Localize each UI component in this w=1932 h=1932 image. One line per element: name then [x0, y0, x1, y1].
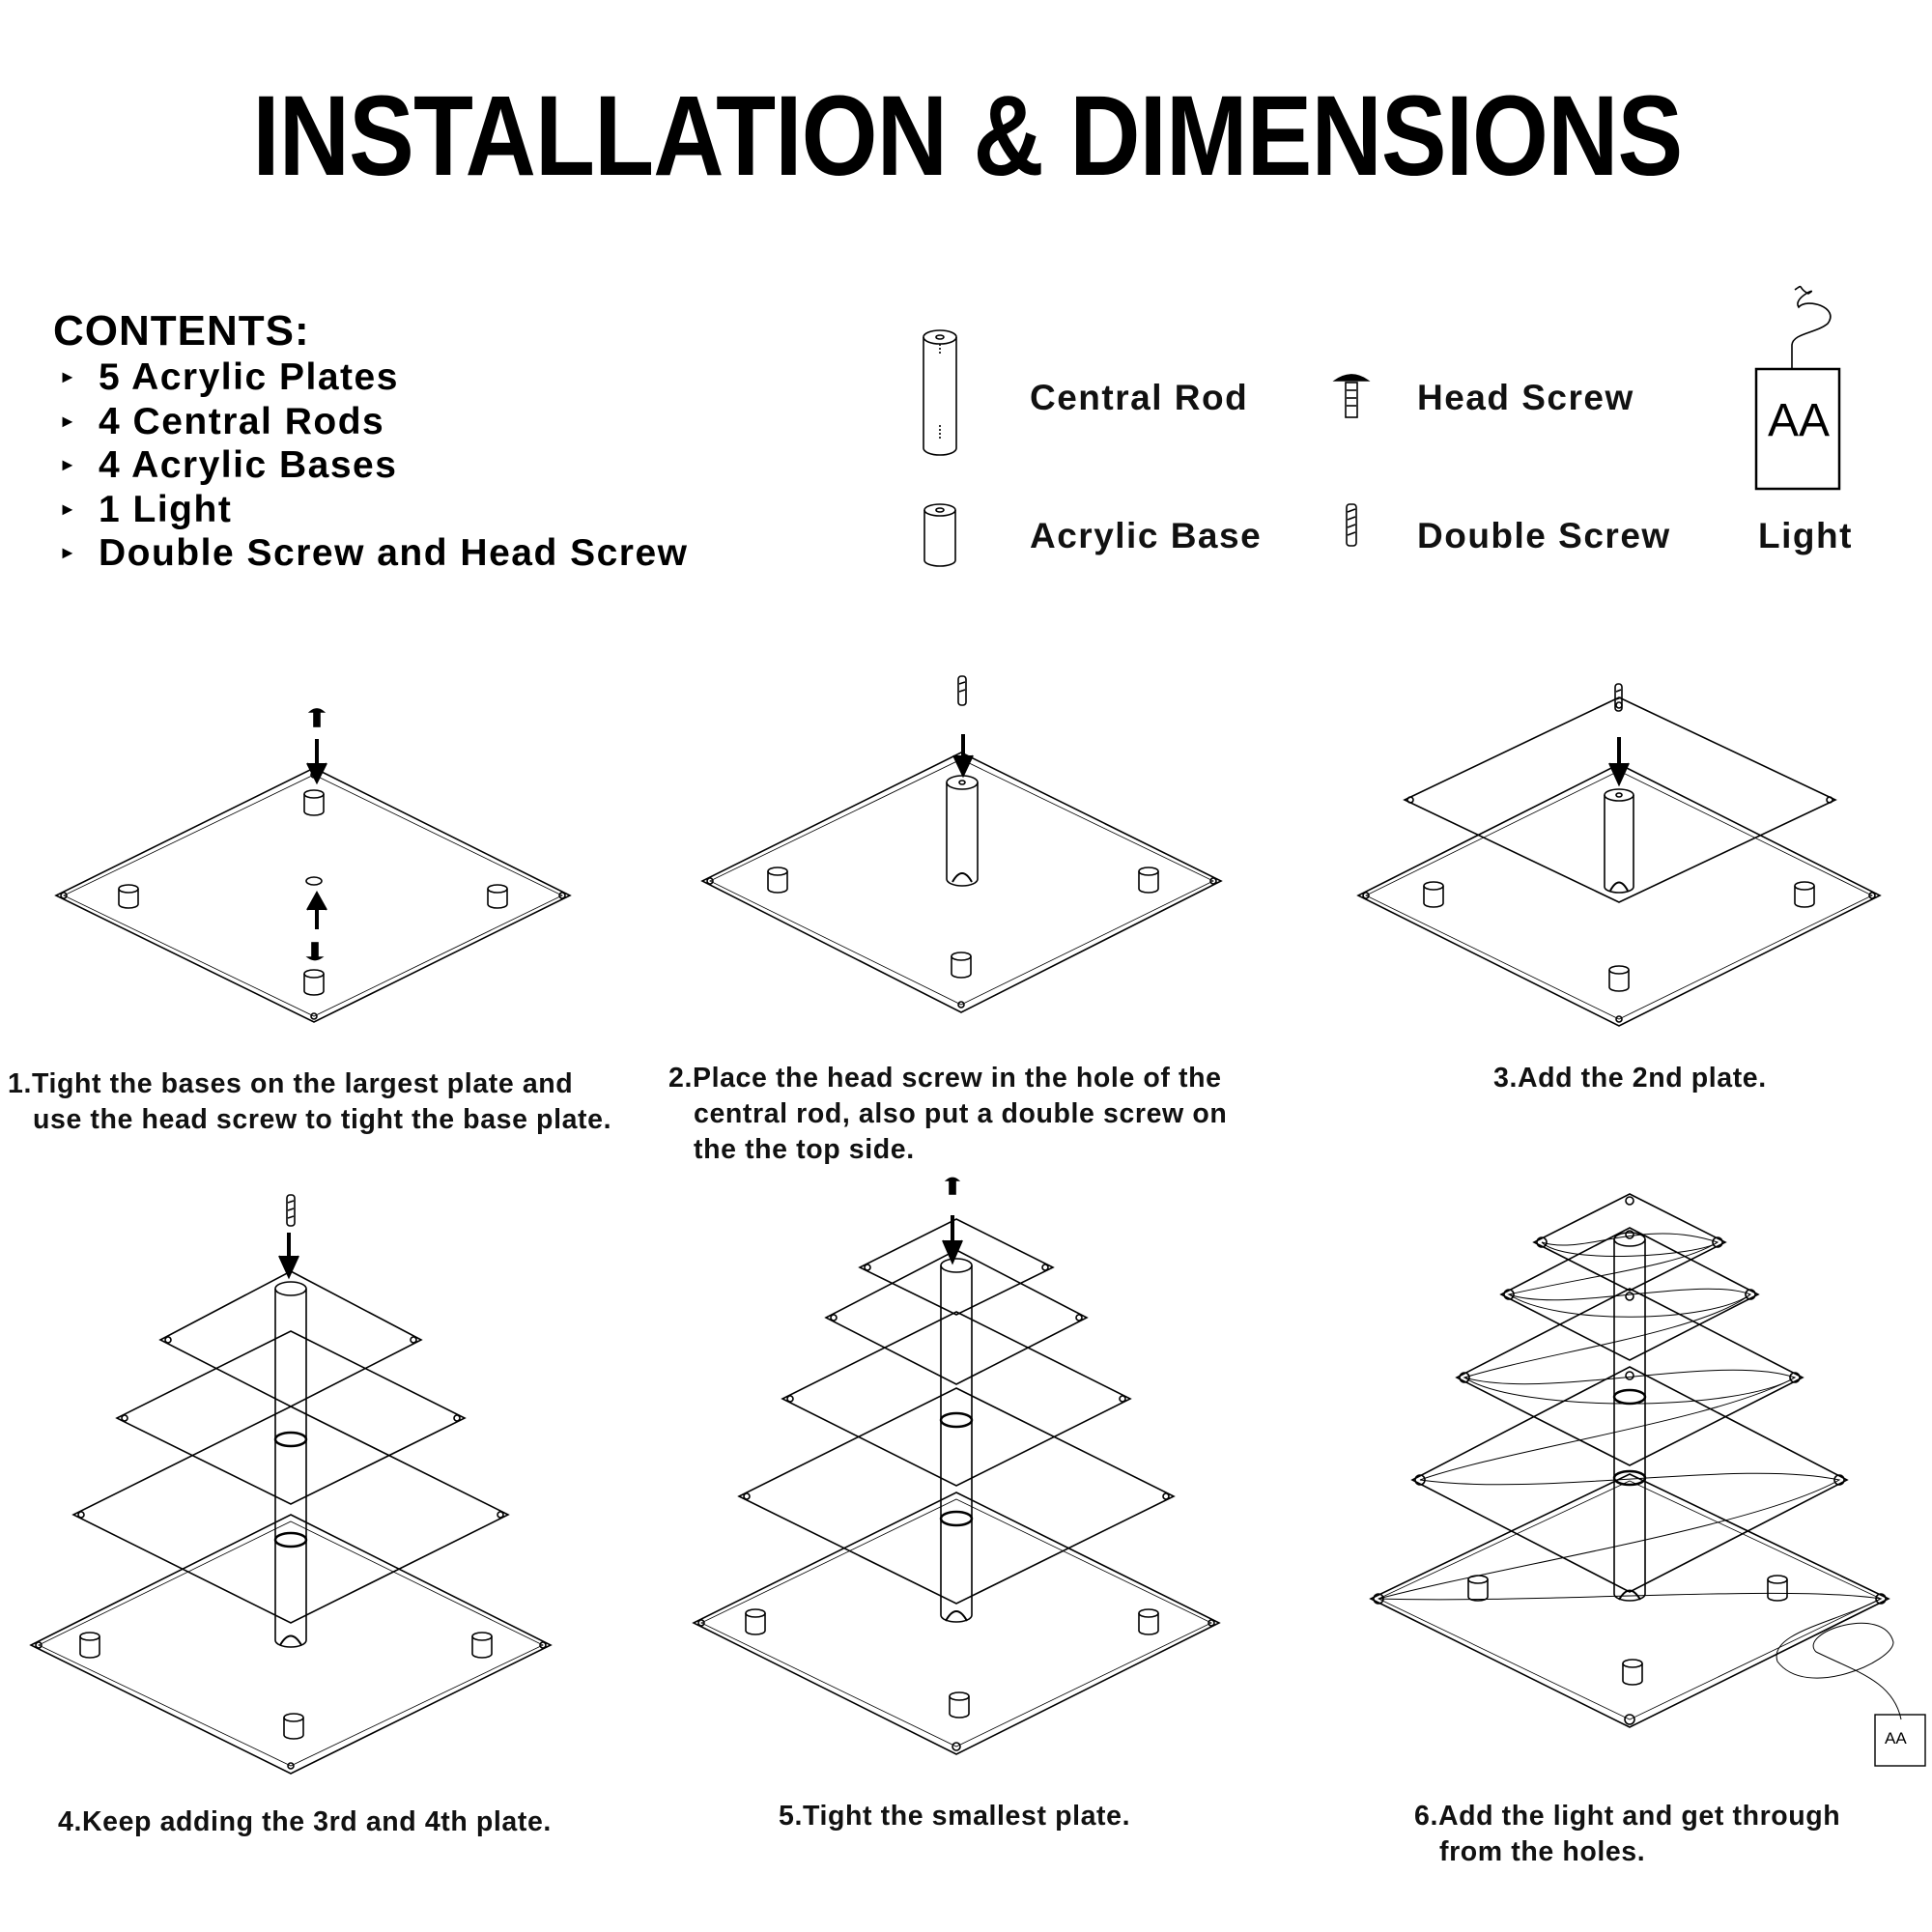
plate — [781, 1311, 1132, 1487]
base-icon — [1767, 1575, 1788, 1602]
plate — [158, 1270, 423, 1407]
hole-icon — [305, 876, 323, 886]
step-2-caption: 2.Place the head screw in the hole of th… — [668, 1063, 1228, 1165]
base-icon — [745, 1608, 766, 1635]
base-icon — [1423, 881, 1444, 908]
contents-heading: CONTENTS: — [53, 307, 310, 355]
bullet-icon: ► — [59, 543, 78, 562]
central-rod-icon — [939, 1258, 974, 1623]
bullet-icon: ► — [59, 455, 78, 474]
step-6-caption: 6.Add the light and get through from the… — [1414, 1801, 1841, 1867]
base-icon — [471, 1632, 493, 1659]
step-1-diagram — [54, 708, 572, 1023]
step-4-caption: 4.Keep adding the 3rd and 4th plate. — [58, 1806, 552, 1837]
list-item: ►5 Acrylic Plates — [59, 356, 399, 398]
list-item: ►Double Screw and Head Screw — [59, 532, 689, 574]
head-screw-icon — [1332, 374, 1371, 418]
central-rod-icon — [923, 329, 957, 456]
base-icon — [767, 867, 788, 894]
arrow-down-icon — [1608, 737, 1630, 787]
base-icon — [79, 1632, 100, 1659]
step-3-caption: 3.Add the 2nd plate. — [1493, 1063, 1767, 1094]
head-screw-icon — [944, 1177, 961, 1195]
plate — [1455, 1288, 1804, 1466]
step-6-diagram — [1369, 1193, 1926, 1767]
base-icon — [949, 1691, 970, 1719]
plate — [858, 1218, 1055, 1316]
arrow-down-icon — [278, 1233, 299, 1280]
light-wire — [1378, 1233, 1902, 1720]
base-icon — [1138, 1608, 1159, 1635]
acrylic-base-label: Acrylic Base — [1030, 516, 1263, 555]
step-3-diagram — [1356, 683, 1882, 1027]
step-1-caption: 1.Tight the bases on the largest plate a… — [8, 1068, 612, 1135]
arrow-down-icon — [952, 734, 974, 779]
plate — [115, 1330, 467, 1505]
double-screw-icon — [1614, 683, 1623, 712]
page-title: INSTALLATION & DIMENSIONS — [252, 72, 1683, 200]
bullet-icon: ► — [59, 411, 78, 431]
head-screw-icon — [307, 708, 327, 727]
plate — [1410, 1366, 1849, 1593]
base-icon — [951, 952, 972, 979]
plate — [824, 1249, 1089, 1385]
plate — [700, 752, 1223, 1013]
light-icon — [1874, 1714, 1926, 1767]
arrow-up-icon — [306, 890, 327, 929]
base-icon — [303, 789, 325, 816]
step-2-diagram — [700, 675, 1223, 1013]
base-icon — [118, 884, 139, 909]
plate — [737, 1387, 1176, 1605]
plate — [29, 1514, 553, 1775]
base-icon — [1138, 867, 1159, 894]
acrylic-base-icon — [923, 503, 956, 567]
base-icon — [487, 884, 508, 909]
plate — [1532, 1193, 1727, 1292]
plate — [71, 1406, 510, 1624]
step-4-diagram — [29, 1194, 553, 1775]
plate — [1369, 1473, 1890, 1728]
base-icon — [283, 1713, 304, 1740]
head-screw-icon — [305, 942, 325, 961]
plate — [54, 767, 572, 1023]
double-screw-icon — [1346, 503, 1357, 547]
double-screw-icon — [286, 1194, 296, 1227]
bullet-icon: ► — [59, 498, 78, 519]
light-box-small-text: AA — [1885, 1729, 1907, 1747]
double-screw-icon — [957, 675, 967, 706]
list-item: ►4 Acrylic Bases — [59, 444, 398, 486]
central-rod-icon — [1604, 788, 1634, 894]
base-icon — [303, 969, 325, 996]
list-item: ►4 Central Rods — [59, 400, 385, 442]
double-screw-label: Double Screw — [1417, 516, 1671, 555]
plate — [1403, 696, 1837, 903]
plate — [692, 1492, 1221, 1755]
list-item: ►1 Light — [59, 488, 233, 530]
plate — [1356, 763, 1882, 1027]
light-label: Light — [1758, 516, 1853, 555]
base-icon — [1467, 1575, 1489, 1602]
head-screw-label: Head Screw — [1417, 378, 1634, 417]
arrow-down-icon — [942, 1215, 963, 1265]
central-rod-icon — [273, 1281, 308, 1648]
arrow-down-icon — [306, 739, 327, 785]
plate — [1499, 1227, 1760, 1361]
contents-list: ►5 Acrylic Plates ►4 Central Rods ►4 Acr… — [53, 355, 689, 576]
light-box-text: AA — [1768, 395, 1831, 446]
base-icon — [1622, 1659, 1643, 1686]
step-5-caption: 5.Tight the smallest plate. — [779, 1801, 1131, 1832]
base-icon — [1794, 881, 1815, 908]
central-rod-icon — [946, 775, 979, 887]
base-icon — [1608, 965, 1630, 992]
light-icon — [1754, 285, 1841, 491]
bullet-icon: ► — [59, 367, 78, 386]
step-5-diagram — [692, 1177, 1221, 1755]
central-rod-label: Central Rod — [1030, 378, 1249, 417]
